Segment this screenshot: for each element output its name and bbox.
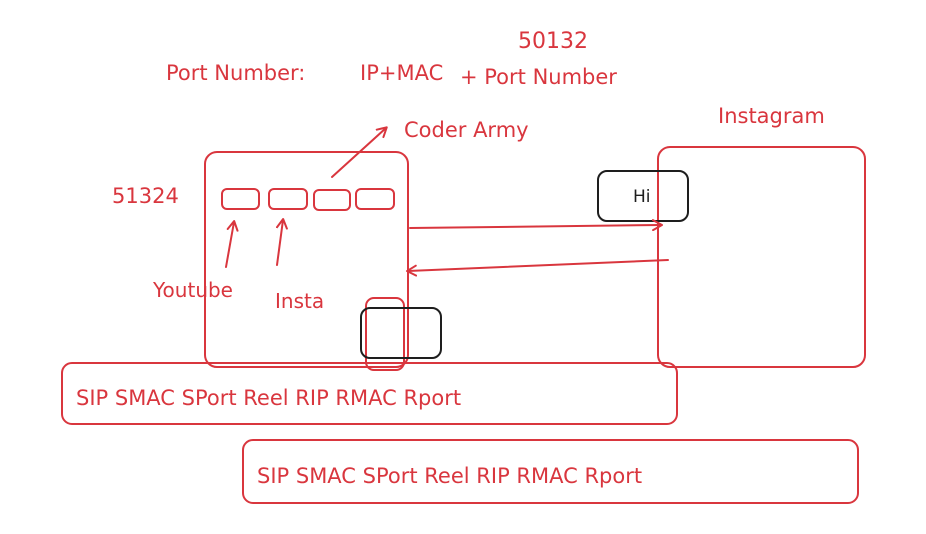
plus-port-number-label: + Port Number [460,65,617,89]
youtube-arrow [225,220,239,268]
packet-header-text-1: SIP SMAC SPort Reel RIP RMAC Rport [76,386,461,410]
tab-4 [355,188,395,210]
tab-3 [313,189,351,211]
port-51324-label: 51324 [112,184,179,208]
incoming-message-box [360,307,442,359]
youtube-label: Youtube [152,278,233,302]
instagram-label: Instagram [718,104,825,128]
hi-message-box [597,170,689,222]
client-device-box [204,151,409,368]
instagram-server-box [657,146,866,368]
insta-arrow [275,218,288,266]
port-50132-label: 50132 [518,29,588,54]
port-number-title: Port Number: [166,61,305,85]
coder-army-label: Coder Army [404,118,529,142]
insta-label: Insta [275,289,324,313]
request-arrow [409,219,663,232]
hi-label: Hi [633,187,651,207]
response-arrow [406,259,669,277]
packet-header-box-1 [61,362,678,425]
packet-header-text-2: SIP SMAC SPort Reel RIP RMAC Rport [257,464,642,488]
youtube-tab [221,188,260,210]
ip-mac-label: IP+MAC [360,61,443,85]
port-slot-box [365,297,405,371]
insta-tab [268,188,308,210]
packet-header-box-2 [242,439,859,504]
